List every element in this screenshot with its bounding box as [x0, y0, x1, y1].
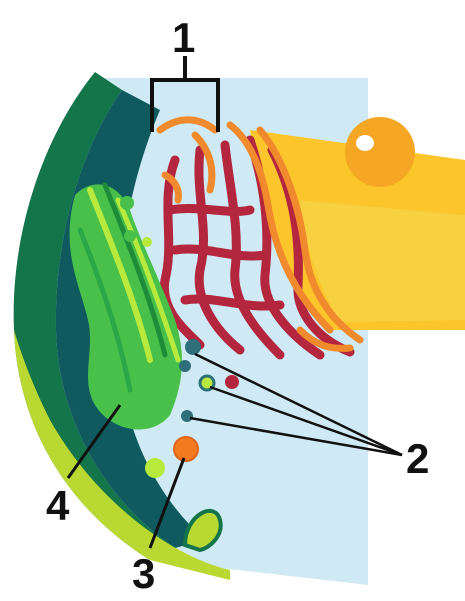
secretory-vesicle	[145, 458, 165, 478]
vesicle	[179, 360, 191, 372]
nucleolus	[345, 117, 415, 187]
label-4: 4	[46, 482, 70, 529]
nucleolus-highlight	[356, 135, 374, 151]
er-vesicle	[225, 375, 239, 389]
label-3: 3	[132, 550, 155, 597]
golgi-vesicle	[142, 237, 152, 247]
golgi-vesicle	[120, 196, 134, 210]
vesicle	[181, 410, 193, 422]
label-2: 2	[406, 435, 429, 482]
lysosome	[174, 437, 198, 461]
golgi-vesicle	[124, 230, 136, 242]
vesicle	[185, 339, 201, 355]
label-1: 1	[172, 14, 195, 61]
